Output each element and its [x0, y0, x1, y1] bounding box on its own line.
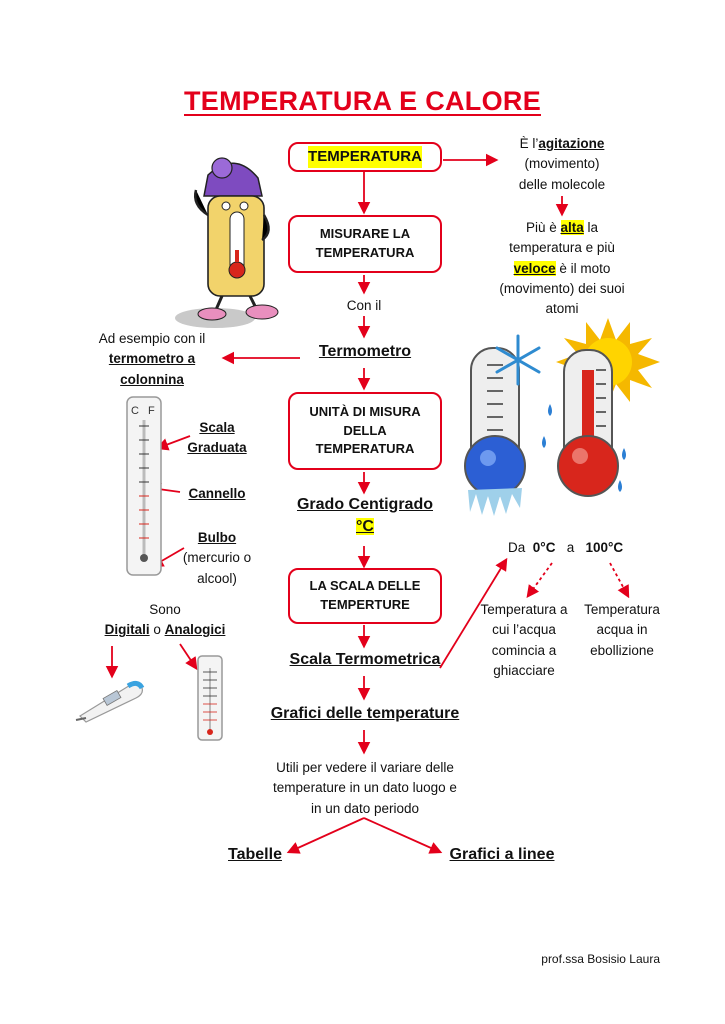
grado-unit: °C [356, 518, 374, 535]
grafici-linee-heading: Grafici a linee [449, 846, 555, 863]
range-a: a [566, 540, 575, 555]
misurare-line2: TEMPERATURA [315, 245, 415, 260]
bulbo-line3: alcool) [197, 570, 237, 586]
piu-alta: alta [560, 220, 584, 235]
agit-line3: delle molecole [518, 176, 606, 192]
boil-line3: ebollizione [590, 642, 654, 658]
digital-thermometer-icon [75, 680, 145, 723]
misurare-box: MISURARE LA TEMPERATURA [288, 215, 442, 273]
esempio-text: Ad esempio con il termometro a colonnina [84, 329, 220, 390]
piu-suffix: la [583, 220, 599, 235]
utili-text: Utili per vedere il variare delle temper… [250, 758, 480, 819]
sono-text: Sono Digitali o Analogici [90, 600, 240, 641]
arrow-to-tabelle [286, 817, 365, 854]
scala-graduata-label: Scala Graduata [178, 418, 256, 459]
range-cento: 100°C [585, 540, 624, 555]
scala-graduata-line1: Scala [199, 420, 235, 435]
scala-line1: LA SCALA DELLE [309, 578, 421, 594]
termometro-heading: Termometro [318, 343, 412, 360]
esempio-line1: Ad esempio con il [98, 331, 206, 346]
freeze-line4: ghiacciare [493, 662, 555, 678]
esempio-line2: termometro a [108, 351, 196, 367]
bulbo-line1: Bulbo [197, 530, 237, 545]
column-thermometer-icon [126, 396, 162, 576]
grafici-heading: Grafici delle temperature [270, 705, 460, 722]
piu-veloce: veloce [513, 260, 556, 276]
utili-line1: Utili per vedere il variare delle [276, 760, 454, 775]
scala-termometrica-heading: Scala Termometrica [289, 651, 441, 668]
grado-unit-wrap: °C [340, 518, 390, 536]
arrow-to-grafici-linee [363, 817, 443, 854]
temperatura-box: TEMPERATURA [288, 142, 442, 172]
freeze-text: Temperatura a cui l’acqua comincia a ghi… [472, 600, 576, 681]
piu-line5: atomi [545, 301, 579, 316]
scala-graduata-line2: Graduata [187, 440, 247, 456]
unita-line2: DELLA [343, 422, 387, 438]
misurare-line1: MISURARE LA [319, 226, 411, 242]
freeze-line1: Temperatura a [480, 602, 568, 617]
sono-line1: Sono [149, 602, 181, 617]
agitazione-text: È l’agitazione (movimento) delle molecol… [490, 134, 634, 195]
grado-heading: Grado Centigrado [296, 496, 433, 513]
agit-word: agitazione [538, 136, 605, 151]
arrow-cento-to-boil [609, 562, 630, 599]
utili-line2: temperature in un dato luogo e [273, 780, 457, 796]
arrow-analogici [179, 643, 198, 671]
hot-thermometer-sun-icon [542, 318, 660, 497]
scala-line2: TEMPERTURE [320, 597, 410, 612]
piu-prefix: Più è [525, 220, 561, 235]
arrow-zero-to-freeze [526, 562, 553, 599]
esempio-line3: colonnina [120, 371, 184, 387]
unita-line3: TEMPERATURA [315, 441, 415, 457]
scala-box: LA SCALA DELLE TEMPERTURE [288, 568, 442, 624]
digitali-word: Digitali [104, 622, 150, 638]
cold-thermometer-cartoon-icon [175, 157, 279, 328]
freeze-line2: cui l’acqua [492, 622, 556, 638]
range-da: Da [508, 540, 526, 555]
piu-line3-suffix: è il moto [555, 260, 611, 276]
piu-text: Più è alta la temperatura e più veloce è… [482, 218, 642, 319]
temperatura-label: TEMPERATURA [308, 146, 422, 168]
cannello-label: Cannello [188, 486, 246, 501]
thermo-f-label: F [148, 405, 155, 417]
analogici-word: Analogici [164, 622, 226, 638]
piu-line4: (movimento) dei suoi [499, 280, 625, 296]
page-title: TEMPERATURA E CALORE [184, 86, 541, 116]
boil-line2: acqua in [596, 622, 648, 638]
footer-author: prof.ssa Bosisio Laura [541, 952, 660, 966]
arrow-to-range [439, 557, 508, 669]
analog-thermometer-icon [197, 655, 223, 741]
bulbo-label: Bulbo (mercurio o alcool) [172, 528, 262, 589]
freeze-line3: comincia a [491, 642, 557, 658]
range-zero: 0°C [532, 540, 556, 555]
unita-line1: UNITÀ DI MISURA [309, 403, 421, 419]
unita-box: UNITÀ DI MISURA DELLA TEMPERATURA [288, 392, 442, 470]
cold-thermometer-snowflake-icon [464, 334, 541, 516]
agit-line2: (movimento) [524, 156, 600, 172]
range-text: Da 0°C a 100°C [508, 540, 648, 555]
o-word: o [149, 622, 165, 638]
agit-prefix: È l’ [519, 136, 539, 151]
piu-line2: temperatura e più [509, 240, 615, 256]
tabelle-heading: Tabelle [228, 846, 282, 863]
thermo-c-label: C [131, 405, 139, 417]
utili-line3: in un dato periodo [310, 800, 420, 816]
boil-line1: Temperatura [584, 602, 660, 617]
boil-text: Temperatura acqua in ebollizione [576, 600, 668, 661]
arrow-scala-graduata [155, 435, 191, 451]
bulbo-line2: (mercurio o [182, 550, 252, 566]
con-il-text: Con il [346, 298, 382, 313]
